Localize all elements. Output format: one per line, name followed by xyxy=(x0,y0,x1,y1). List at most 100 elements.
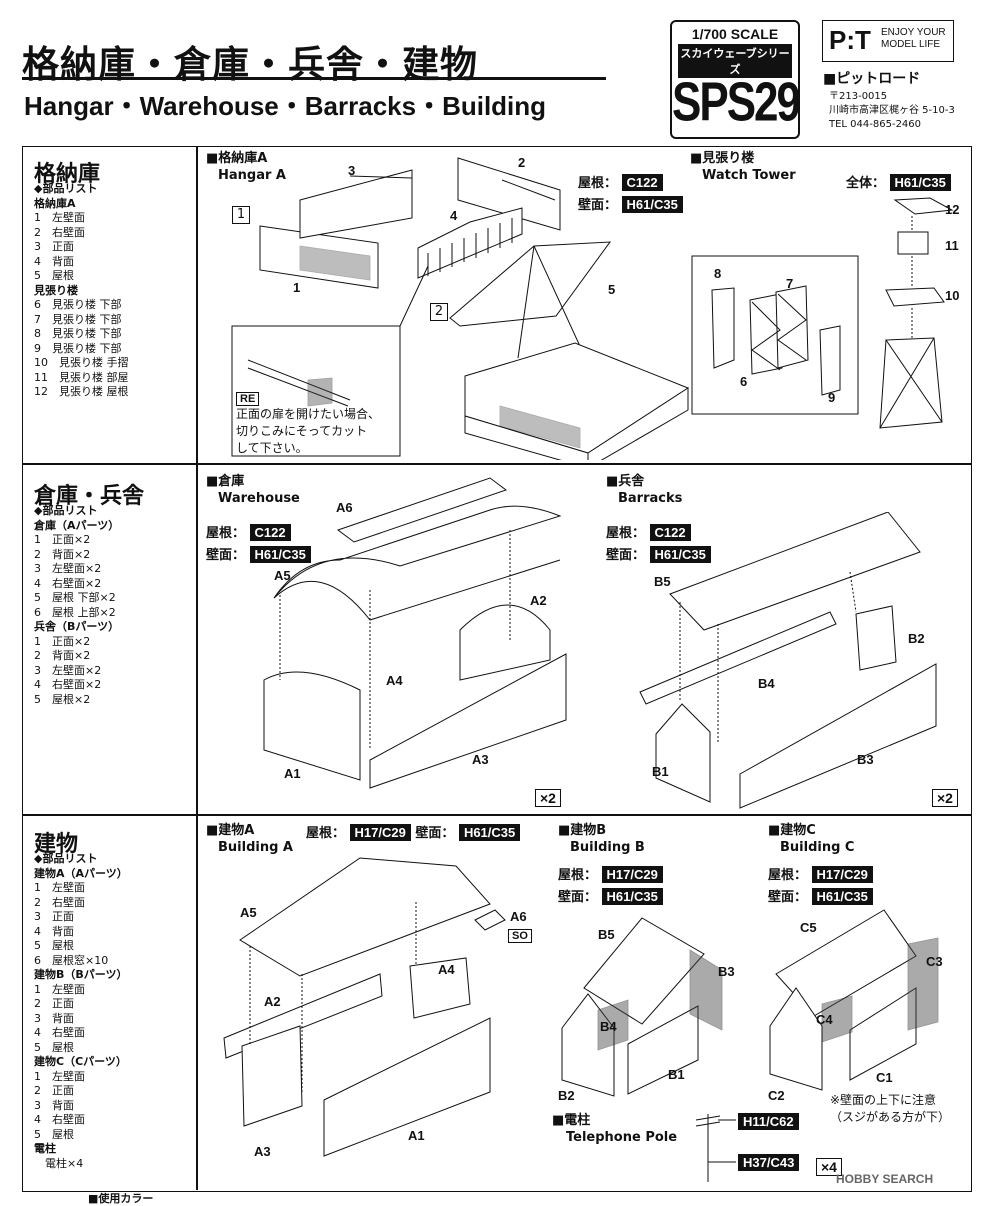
scale-text: 1/700 SCALE xyxy=(691,26,779,42)
telephone-pole-label: ■電柱 Telephone Pole xyxy=(552,1112,677,1146)
text-line: 壁面： xyxy=(558,890,598,905)
part-number: A3 xyxy=(254,1144,271,1159)
text-line: 見張り楼 xyxy=(34,283,78,297)
scale-badge: 1/700 SCALE スカイウェーブシリーズ SPS29 xyxy=(670,20,801,139)
barracks-side-b4 xyxy=(639,611,837,705)
part-number: C3 xyxy=(926,954,943,969)
part-number: A5 xyxy=(240,905,257,920)
text-line: 建物B（Bパーツ） xyxy=(34,968,128,981)
re-note: 正面の扉を開けたい場合、 切りこみにそってカット して下さい。 xyxy=(236,406,380,457)
building-c-diagram xyxy=(769,909,939,1091)
text-line: 全体： xyxy=(846,176,886,191)
building-a-back-a4 xyxy=(409,957,471,1019)
text-line: 6 屋根 上部×2 xyxy=(34,605,116,619)
text-line: Telephone Pole xyxy=(566,1130,678,1145)
text-line: 4 右壁面×2 xyxy=(34,678,102,691)
part-number: B1 xyxy=(668,1067,685,1082)
text-line: 5 屋根 xyxy=(34,269,74,282)
text-line: 建物C（Cパーツ） xyxy=(34,1055,127,1068)
hangar-roof xyxy=(449,241,612,327)
text-line: ※壁面の上下に注意 xyxy=(830,1093,937,1107)
text-line: ENJOY YOUR xyxy=(881,27,946,38)
row-divider xyxy=(22,463,972,465)
text-line: MODEL LIFE xyxy=(881,39,941,50)
text-line: 建物A（Aパーツ） xyxy=(34,866,128,880)
part-number: B3 xyxy=(718,964,735,979)
text-line: 1 正面×2 xyxy=(34,533,91,546)
text-line: C122 xyxy=(249,524,291,541)
text-line: 6 屋根窓×10 xyxy=(34,953,109,967)
watch-tower-label: ■見張り楼 Watch Tower xyxy=(690,150,796,184)
text-line: 3 正面 xyxy=(34,910,74,923)
part-number: A2 xyxy=(264,994,281,1009)
text-line: H17/C29 xyxy=(601,866,663,883)
part-number: C5 xyxy=(800,920,817,935)
maker-address: 〒213-0015 川崎市高津区梶ヶ谷 5-10-3 TEL 044-865-2… xyxy=(829,90,955,132)
text-line: 12 見張り楼 屋根 xyxy=(34,385,129,398)
part-number: C2 xyxy=(768,1088,785,1103)
building-c-label: ■建物C Building C xyxy=(768,822,854,856)
text-line: 屋根： xyxy=(606,526,646,541)
text-line: Hangar A xyxy=(218,168,286,183)
text-line: 2 正面 xyxy=(34,1084,74,1097)
text-line: 倉庫（Aパーツ） xyxy=(34,518,120,532)
text-line: 1 左壁面 xyxy=(34,1069,85,1083)
text-line: 8 見張り楼 下部 xyxy=(34,327,122,340)
part-number: A4 xyxy=(438,962,455,977)
part-number: C1 xyxy=(876,1070,893,1085)
part-number: 4 xyxy=(450,208,458,223)
warehouse-diagram xyxy=(263,477,567,789)
text-line: 2 背面×2 xyxy=(34,649,91,662)
text-line: 2 背面×2 xyxy=(34,547,91,561)
text-line: 4 右壁面 xyxy=(34,1113,85,1126)
text-line: 9 見張り楼 下部 xyxy=(34,341,122,355)
logo-mark: P:T xyxy=(829,25,871,55)
text-line: ◆部品リスト xyxy=(34,504,98,517)
warehouse-paint-spec: 屋根： C122 壁面： H61/C35 xyxy=(206,522,311,563)
building-a-roof xyxy=(239,857,491,977)
instruction-grid xyxy=(22,146,972,1192)
text-line: ■倉庫 xyxy=(206,474,245,489)
hangar-a-label: ■格納庫A Hangar A xyxy=(206,150,286,184)
text-line: 10 見張り楼 手摺 xyxy=(34,356,129,369)
part-number: 2 xyxy=(518,155,526,170)
wall-color-chip: H61/C35 xyxy=(621,196,683,213)
part-number: 1 xyxy=(293,280,301,295)
text-line: 5 屋根 xyxy=(34,1040,74,1054)
warehouse-label: ■倉庫 Warehouse xyxy=(206,473,300,507)
text-line: ◆部品リスト xyxy=(34,852,98,865)
text-line: 5 屋根×2 xyxy=(34,692,91,706)
row-divider xyxy=(22,814,972,816)
building-c-front xyxy=(769,987,823,1091)
text-line: 5 屋根 下部×2 xyxy=(34,591,116,604)
pole-multiplier: ×4 xyxy=(816,1158,842,1176)
part-number: 7 xyxy=(786,276,794,291)
building-b-paint-spec: 屋根： H17/C29 壁面： H61/C35 xyxy=(558,864,663,905)
text-line: 電柱×4 xyxy=(34,1156,84,1170)
text-line: して下さい。 xyxy=(236,441,308,455)
text-line: 屋根： xyxy=(768,868,808,883)
text-line: H61/C35 xyxy=(811,888,873,905)
text-line: 〒213-0015 xyxy=(829,91,888,102)
barracks-paint-spec: 屋根： C122 壁面： H61/C35 xyxy=(606,522,711,563)
text-line: ■電柱 xyxy=(552,1113,591,1128)
text-line: TEL 044-865-2460 xyxy=(829,119,922,130)
text-line: 壁面： xyxy=(578,198,618,213)
building-a-label: ■建物A Building A xyxy=(206,822,293,856)
text-line: 5 屋根 xyxy=(34,939,74,952)
text-line: ■見張り楼 xyxy=(690,151,755,166)
text-line: C122 xyxy=(649,524,691,541)
part-number: A6 xyxy=(336,500,353,515)
section-title-warehouse: 倉庫・兵舎 xyxy=(34,484,145,509)
watermark: HOBBY SEARCH xyxy=(836,1172,934,1186)
barracks-back xyxy=(855,605,897,671)
text-line: 屋根： xyxy=(306,826,346,841)
text-line: 壁面： xyxy=(415,826,455,841)
barracks-front xyxy=(655,703,711,803)
text-line: 切りこみにそってカット xyxy=(236,424,368,438)
hangar-back xyxy=(417,207,523,279)
part-number: B2 xyxy=(558,1088,575,1103)
tower-rail xyxy=(885,287,945,307)
colors-heading: ■使用カラー xyxy=(88,1192,154,1205)
text-line: 1 正面×2 xyxy=(34,634,91,648)
